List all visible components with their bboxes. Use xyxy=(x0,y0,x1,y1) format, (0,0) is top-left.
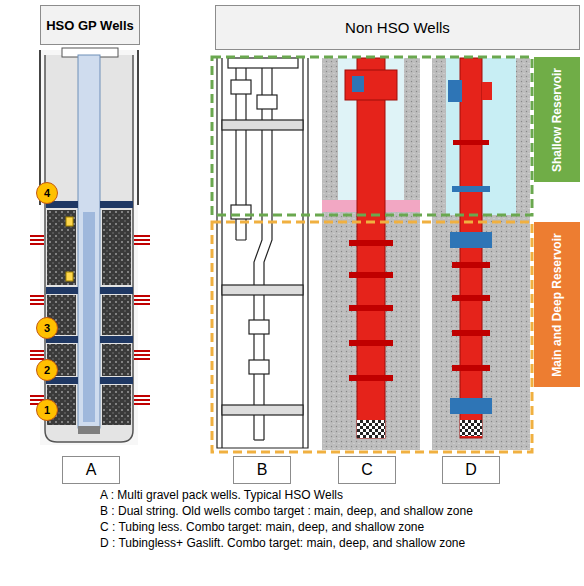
well-b-part xyxy=(249,360,269,374)
well-b-part xyxy=(222,405,303,415)
well-letter-box: A xyxy=(62,456,120,484)
well-a-part xyxy=(102,385,131,425)
node-label: A xyxy=(86,461,97,479)
legend-note: D : Tubingless+ Gaslift. Combo target: m… xyxy=(100,536,465,550)
well-a-part xyxy=(45,55,133,442)
band-label: Shallow Reservoir xyxy=(550,61,564,178)
callout-number: 4 xyxy=(36,182,58,204)
well-a-part xyxy=(102,344,131,376)
well-a-part xyxy=(30,236,150,404)
well-d-part xyxy=(432,58,530,450)
well-b-part xyxy=(222,120,303,130)
reservoir-outline xyxy=(212,57,532,452)
well-b-part xyxy=(222,58,303,448)
zone-band: Shallow Reservoir xyxy=(534,57,580,182)
well-c-part xyxy=(349,272,393,278)
well-c-part xyxy=(345,70,397,100)
well-b xyxy=(217,58,308,448)
callout-number: 1 xyxy=(36,399,58,421)
node-label: C xyxy=(361,461,373,479)
well-c-part xyxy=(349,340,393,346)
well-a-part xyxy=(66,272,73,281)
well-letter-box: C xyxy=(338,456,396,484)
well-a-part xyxy=(102,295,131,335)
well-b-part xyxy=(257,95,277,109)
well-c-part xyxy=(349,305,393,311)
header-box: Non HSO Wells xyxy=(215,5,580,50)
well-b-part xyxy=(231,205,251,219)
well-b-part xyxy=(231,80,251,94)
well-a-part xyxy=(47,210,76,285)
well-d-part xyxy=(448,80,462,102)
band-label: Main and Deep Reservoir xyxy=(550,226,564,383)
reservoir-outline-part xyxy=(212,222,532,452)
header-box: HSO GP Wells xyxy=(40,5,140,45)
legend-note: C : Tubing less. Combo target: main, dee… xyxy=(100,520,424,534)
well-a-part xyxy=(66,217,73,226)
well-a-part xyxy=(83,212,95,422)
well-a-part xyxy=(78,55,100,428)
well-d-part xyxy=(482,82,492,100)
well-c-part xyxy=(322,58,420,450)
well-d-part xyxy=(452,262,490,268)
well-b-part xyxy=(217,58,308,448)
well-c-part xyxy=(349,375,393,381)
well-a-part xyxy=(100,201,133,208)
legend-note: A : Multi gravel pack wells. Typical HSO… xyxy=(100,488,343,502)
well-letter-box: D xyxy=(442,456,500,484)
well-d-part xyxy=(450,398,492,414)
well-a-part xyxy=(78,426,100,434)
well-c xyxy=(322,58,420,450)
reservoir-outline-part xyxy=(212,57,532,215)
well-b-part xyxy=(222,285,303,295)
node-label: 3 xyxy=(44,322,50,334)
well-letter-box: B xyxy=(233,456,291,484)
well-d-part xyxy=(452,186,490,192)
well-d-part xyxy=(452,330,490,336)
well-a-part xyxy=(100,336,133,343)
legend-note: B : Dual string. Old wells combo target … xyxy=(100,504,473,518)
well-d-part xyxy=(460,420,482,436)
well-a xyxy=(30,48,150,445)
well-d-part xyxy=(452,295,490,301)
well-c-part xyxy=(357,420,385,438)
well-b-part xyxy=(249,320,269,334)
node-label: 1 xyxy=(44,404,50,416)
well-d-part xyxy=(452,365,490,371)
well-a-part xyxy=(40,50,138,445)
callout-number: 2 xyxy=(36,359,58,381)
zone-band: Main and Deep Reservoir xyxy=(534,222,580,387)
well-a-part xyxy=(100,377,133,384)
node-label: D xyxy=(465,461,477,479)
well-d-part xyxy=(450,232,492,248)
well-a-part xyxy=(100,287,133,294)
node-label: 2 xyxy=(44,364,50,376)
well-c-part xyxy=(349,240,393,246)
node-label: 4 xyxy=(44,187,50,199)
callout-number: 3 xyxy=(36,317,58,339)
well-a-part xyxy=(46,287,78,294)
well-b-part xyxy=(228,58,298,68)
well-d-part xyxy=(453,140,489,145)
node-label: Non HSO Wells xyxy=(345,19,450,36)
well-d xyxy=(432,58,530,450)
well-a-part xyxy=(102,210,131,285)
node-label: B xyxy=(257,461,268,479)
node-label: HSO GP Wells xyxy=(46,18,134,33)
well-b-part xyxy=(254,439,264,440)
well-c-part xyxy=(352,76,364,92)
